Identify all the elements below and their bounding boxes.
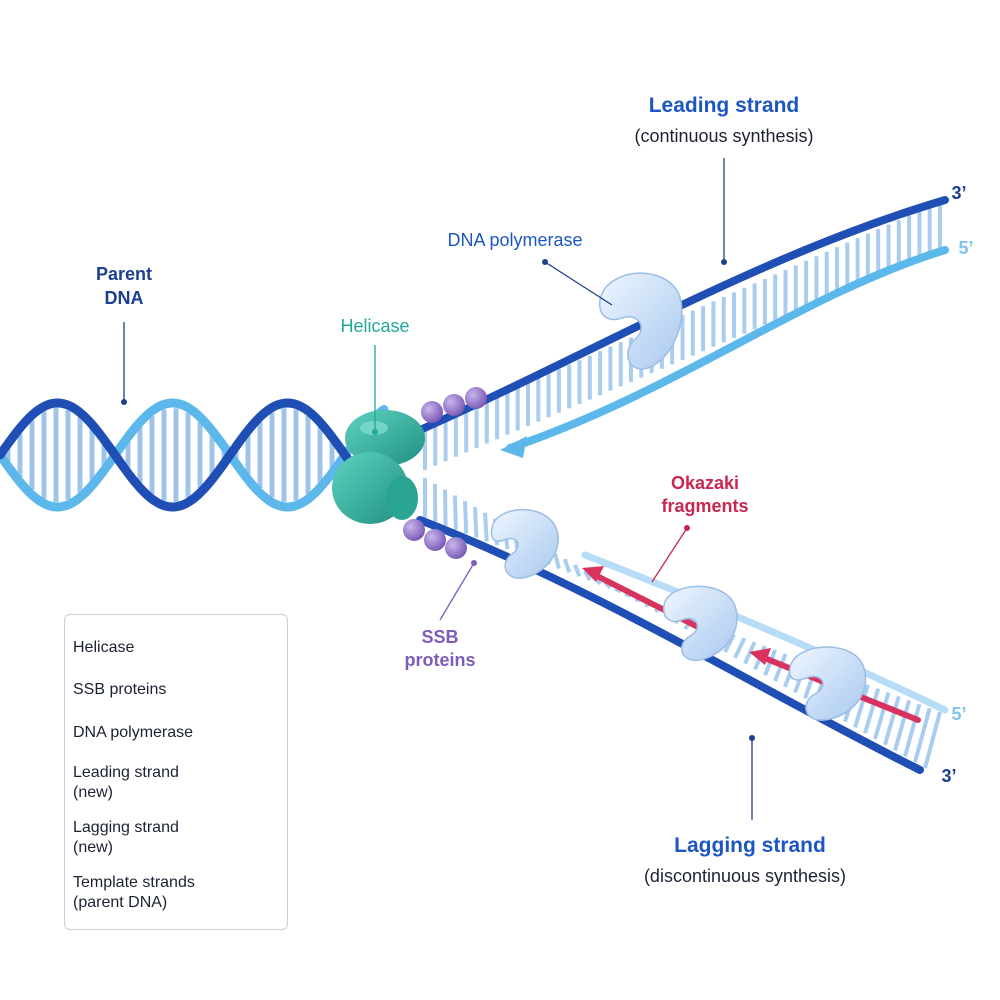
- base-pair: [563, 558, 572, 573]
- helicase-label: Helicase: [340, 316, 410, 336]
- base-pair: [743, 641, 757, 665]
- base-pair: [733, 637, 747, 659]
- lagging-strand-subtitle: (discontinuous synthesis): [643, 866, 847, 886]
- parent-dna-strand-light: [0, 398, 389, 512]
- base-pair: [553, 552, 561, 569]
- base-pair: [573, 564, 582, 577]
- base-pair: [863, 688, 881, 734]
- ssb-proteins-bottom: [403, 519, 467, 559]
- dna-polymerase-leading: [599, 272, 683, 370]
- base-pair: [903, 703, 922, 757]
- bottom-5-prime-label: 5’: [951, 704, 967, 724]
- legend-label-leading-strand: Leading strand (new): [73, 764, 179, 801]
- lagging-template-strand: [416, 516, 924, 774]
- base-pair: [583, 569, 592, 581]
- legend-label-ssb-proteins: SSB proteins: [73, 681, 167, 698]
- base-pair: [443, 489, 448, 526]
- legend-label-template-strands: Template strands (parent DNA): [73, 874, 195, 911]
- base-pair: [473, 506, 479, 538]
- legend-box: [64, 614, 288, 930]
- helicase-enzyme: [332, 410, 425, 524]
- dna-polymerase-lagging-2: [662, 585, 738, 661]
- dna-polymerase-lagging-1: [490, 508, 559, 579]
- base-pair: [873, 692, 891, 740]
- base-pair: [453, 495, 458, 530]
- leader-lines: [121, 158, 755, 820]
- bottom-3-prime-label: 3’: [941, 766, 957, 786]
- legend-label-helicase: Helicase: [73, 639, 135, 656]
- base-pair: [913, 707, 932, 763]
- okazaki-fragments-label: Okazaki fragments: [661, 473, 749, 516]
- legend-label-dna-polymerase: DNA polymerase: [73, 724, 194, 741]
- leading-arm-base-pairs: [423, 202, 942, 470]
- base-pair: [483, 512, 489, 542]
- ssb-proteins-label: SSB proteins: [404, 627, 476, 670]
- base-pair: [893, 699, 912, 752]
- leading-template-strand: [506, 246, 949, 452]
- base-pair: [853, 684, 870, 728]
- lagging-complement-strand: [581, 551, 949, 714]
- leading-strand-title: Leading strand: [648, 94, 800, 117]
- top-5-prime-label: 5’: [958, 238, 974, 258]
- okazaki-fragment-1-arrowhead: [582, 566, 604, 582]
- dna-polymerase-lagging-3: [788, 646, 867, 721]
- legend-label-lagging-strand: Lagging strand (new): [73, 819, 179, 856]
- parent-dna-strand-dark: [0, 398, 389, 512]
- base-pair: [923, 711, 942, 769]
- dna-polymerase-label: DNA polymerase: [447, 230, 583, 250]
- top-3-prime-label: 3’: [951, 183, 967, 203]
- base-pair: [463, 501, 469, 534]
- parent-dna-label: Parent DNA: [95, 264, 153, 308]
- leading-strand-subtitle: (continuous synthesis): [634, 126, 814, 146]
- lagging-strand-title: Lagging strand: [674, 834, 826, 857]
- ssb-proteins-top: [421, 387, 487, 423]
- leading-strand-arrowhead: [500, 436, 527, 458]
- okazaki-fragment-2-arrowhead: [749, 648, 771, 665]
- base-pair: [883, 695, 901, 746]
